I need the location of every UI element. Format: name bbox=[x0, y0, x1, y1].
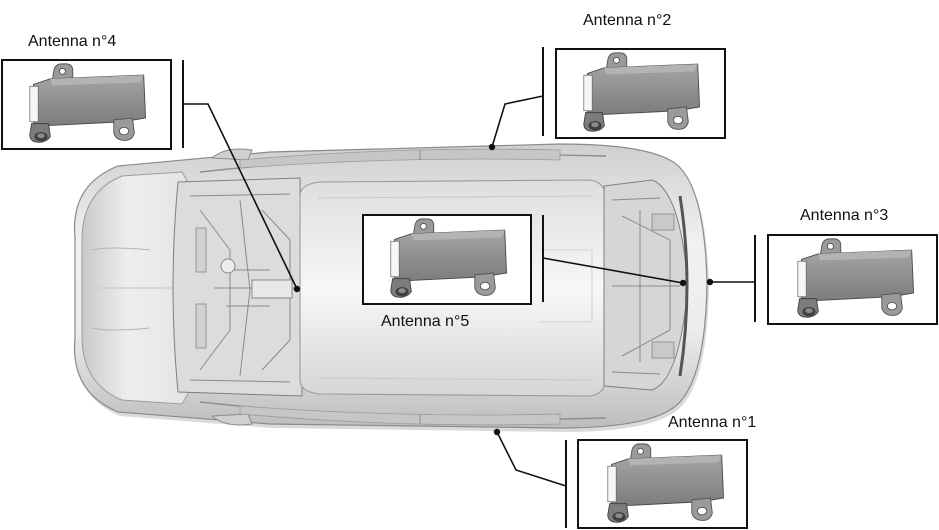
leader-line-antenna-4 bbox=[183, 103, 298, 290]
antenna-1-location bbox=[493, 428, 501, 436]
antenna-1-box bbox=[565, 439, 748, 529]
antenna-5-label: Antenna n°5 bbox=[381, 313, 470, 330]
antenna-5-location bbox=[679, 279, 687, 287]
antenna-3-box bbox=[754, 234, 938, 325]
antenna-3-label: Antenna n°3 bbox=[800, 207, 889, 224]
antenna-5-box bbox=[362, 214, 544, 305]
antenna-1-label: Antenna n°1 bbox=[668, 414, 757, 431]
leader-line-antenna-2 bbox=[491, 95, 544, 148]
antenna-4-label: Antenna n°4 bbox=[28, 33, 117, 50]
leader-line-antenna-1 bbox=[496, 431, 567, 487]
leader-lines bbox=[183, 95, 755, 487]
antenna-2-location bbox=[488, 143, 496, 151]
antenna-4-location bbox=[293, 285, 301, 293]
antenna-2-label: Antenna n°2 bbox=[583, 12, 672, 29]
antenna-3-location bbox=[706, 278, 714, 286]
antenna-2-box bbox=[542, 47, 726, 139]
leader-line-antenna-5 bbox=[542, 257, 684, 284]
antenna-4-box bbox=[1, 59, 184, 150]
antenna-locations bbox=[293, 143, 714, 436]
